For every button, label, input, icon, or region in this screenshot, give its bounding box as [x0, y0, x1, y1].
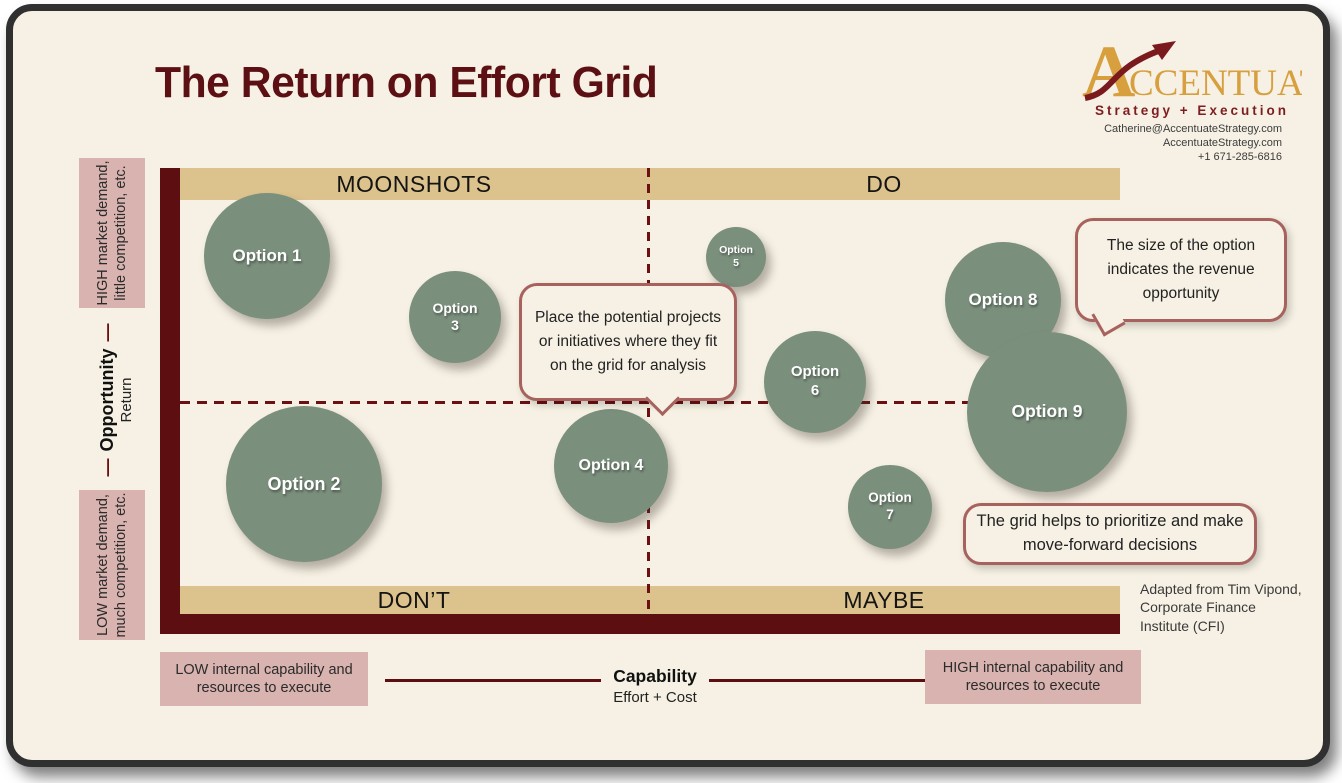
callout-prioritize: The grid helps to prioritize and make mo…	[963, 503, 1257, 565]
logo-mark: A CCENTUATE	[1082, 31, 1342, 113]
bubble-option-6: Option 6	[764, 331, 866, 433]
callout-bubble-size-text: The size of the option indicates the rev…	[1106, 236, 1256, 302]
x-axis-title-group: Capability Effort + Cost	[385, 666, 926, 706]
y-axis-subtitle: Return	[118, 377, 135, 423]
logo-tagline: Strategy + Execution	[1095, 103, 1289, 118]
axis-dash: —	[97, 323, 117, 342]
y-axis-title: — Opportunity — Return	[92, 290, 140, 510]
bubble-label: Option 9	[1011, 401, 1083, 422]
top-quadrant-header: MOONSHOTS DO	[180, 168, 1120, 200]
bubble-option-4: Option 4	[554, 409, 668, 523]
bubble-option-2: Option 2	[226, 406, 382, 562]
contact-website: AccentuateStrategy.com	[1162, 137, 1282, 150]
y-axis-high-label: HIGH market demand, little competition, …	[79, 158, 145, 308]
quadrant-maybe: MAYBE	[843, 586, 925, 613]
contact-email: Catherine@AccentuateStrategy.com	[1104, 123, 1282, 135]
bubble-option-7: Option 7	[848, 465, 932, 549]
bubble-label: Option 2	[267, 473, 341, 494]
bubble-label: Option 1	[232, 246, 302, 266]
callout-place-projects-text: Place the potential projects or initiati…	[534, 308, 722, 374]
contact-phone: +1 671-285-6816	[1197, 151, 1282, 164]
y-axis-title-text: Opportunity	[97, 348, 117, 452]
bubble-option-1: Option 1	[204, 193, 330, 319]
logo-wordmark: CCENTUATE	[1129, 63, 1302, 102]
page-title: The Return on Effort Grid	[155, 58, 658, 107]
bottom-quadrant-header: DON’T MAYBE	[180, 586, 1120, 614]
accentuate-logo: A CCENTUATE Strategy + Execution	[1082, 31, 1342, 118]
callout-bubble-size: The size of the option indicates the rev…	[1075, 218, 1287, 337]
axis-dash: —	[97, 458, 117, 477]
bubble-label: Option 7	[868, 490, 912, 522]
bubble-label: Option 6	[790, 363, 840, 399]
axis-line-right	[708, 679, 926, 682]
bubble-option-9: Option 9	[967, 332, 1127, 492]
logo-arrow-icon	[1084, 41, 1176, 101]
attribution-text: Adapted from Tim Vipond, Corporate Finan…	[1140, 581, 1302, 634]
y-axis-bar	[160, 168, 180, 634]
y-axis-low-label: LOW market demand, much competition, etc…	[79, 490, 145, 640]
quadrant-moonshots: MOONSHOTS	[336, 170, 492, 197]
axis-line-left	[385, 679, 602, 682]
bubble-option-3: Option 3	[409, 271, 501, 363]
bubble-label: Option 8	[968, 290, 1038, 310]
bubble-option-5: Option 5	[706, 227, 766, 287]
x-axis-title: Capability	[613, 666, 697, 686]
quadrant-dont: DON’T	[377, 586, 451, 613]
quadrant-do: DO	[866, 170, 902, 197]
bubble-label: Option 5	[719, 243, 753, 269]
x-axis-low-label: LOW internal capability and resources to…	[160, 652, 368, 706]
contact-block: Catherine@AccentuateStrategy.com Accentu…	[1080, 122, 1282, 164]
x-axis-subtitle: Effort + Cost	[613, 689, 697, 706]
bubble-label: Option 3	[432, 299, 478, 334]
callout-place-projects: Place the potential projects or initiati…	[519, 283, 737, 417]
callout-prioritize-text: The grid helps to prioritize and make mo…	[976, 512, 1244, 554]
x-axis-high-label: HIGH internal capability and resources t…	[925, 650, 1141, 704]
x-axis-bar	[160, 614, 1120, 634]
bubble-label: Option 4	[578, 457, 644, 474]
